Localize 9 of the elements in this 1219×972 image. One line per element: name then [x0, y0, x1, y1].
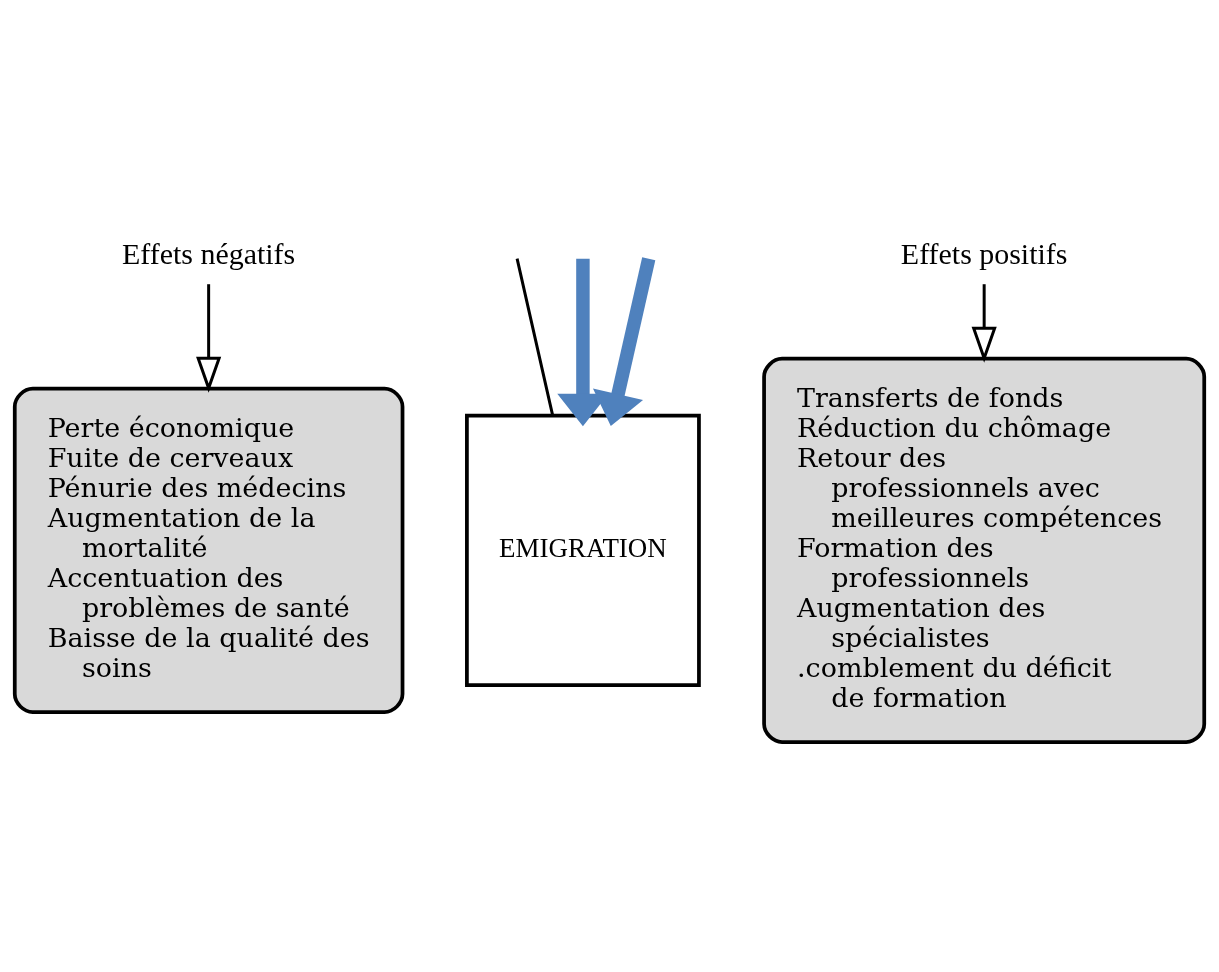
node-text: Effets positifs [900, 237, 1068, 271]
node-text: Effets négatifs [122, 237, 296, 271]
node-box: EMIGRATION [465, 413, 701, 687]
node-box: Perte économique Fuite de cerveaux Pénurie des médecins Augmentation de la mortalité Accentuation des problèmes de santé Baisse de la qualité des soins [12, 386, 405, 714]
arrow [971, 284, 997, 363]
connector [515, 258, 555, 416]
arrow [592, 257, 656, 427]
arrow [196, 284, 222, 393]
node-box: Transferts de fonds Réduction du chômage Retour des professionnels avec meilleures compétences Formation des professionnels Augmentation des spécialistes .comblement du déficit de formation [762, 356, 1207, 744]
